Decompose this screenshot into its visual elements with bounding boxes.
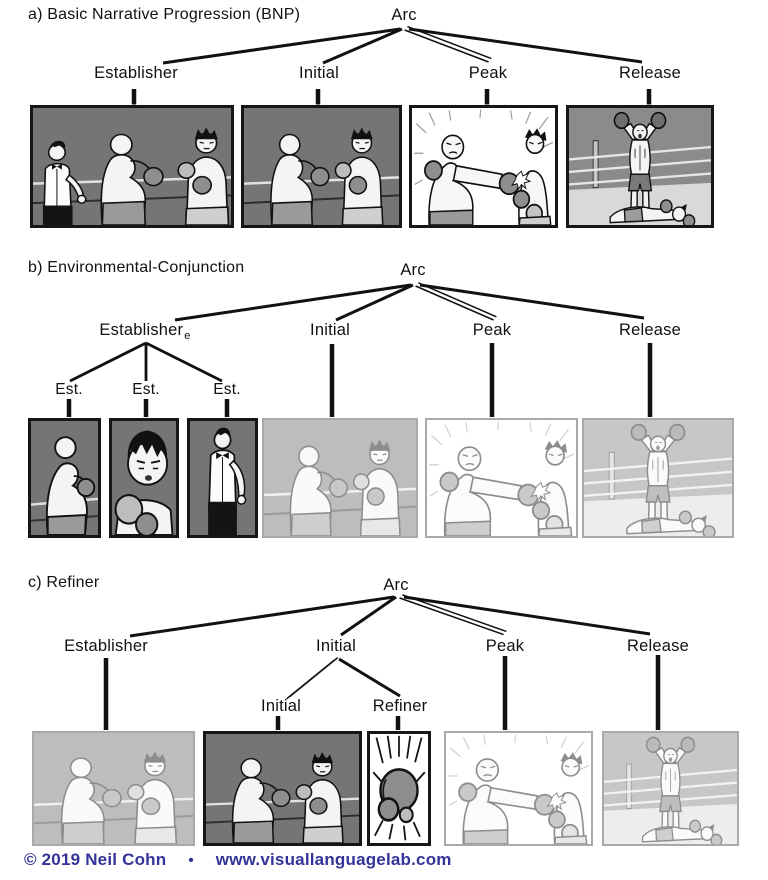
referee-scene <box>190 421 255 535</box>
section-a-title: a) Basic Narrative Progression (BNP) <box>28 6 301 23</box>
panel-a-initial <box>241 105 402 228</box>
fade-overlay <box>427 420 576 536</box>
panel-a-establisher <box>30 105 234 228</box>
punch-peak-scene <box>412 108 555 225</box>
fade-overlay <box>584 420 732 536</box>
panel-b-release <box>582 418 734 538</box>
node-c-initial: Initial <box>316 637 356 655</box>
node-b-arc: Arc <box>400 261 426 279</box>
boxers-faceoff-scene <box>244 108 399 225</box>
fade-overlay <box>34 733 193 844</box>
fade-overlay <box>446 733 591 844</box>
footer: © 2019 Neil Cohn • www.visuallanguagelab… <box>24 850 452 870</box>
node-c-initial-child: Initial <box>261 697 301 715</box>
node-a-arc: Arc <box>391 6 417 24</box>
section-b-title: b) Environmental-Conjunction <box>28 259 245 276</box>
node-b-est-3: Est. <box>213 381 241 398</box>
node-b-est-1: Est. <box>55 381 83 398</box>
boxers-faceoff-scene <box>206 734 359 843</box>
panel-c-refiner <box>367 731 431 846</box>
node-c-arc: Arc <box>383 576 409 594</box>
glove-closeup-scene <box>370 734 428 843</box>
node-b-establisher-label: Establisher <box>99 321 184 339</box>
panel-b-initial <box>262 418 418 538</box>
panel-a-peak <box>409 105 558 228</box>
node-b-initial: Initial <box>310 321 350 339</box>
victory-release-scene <box>569 108 711 225</box>
node-c-refiner: Refiner <box>372 697 428 715</box>
copyright-text: © 2019 Neil Cohn <box>24 850 167 869</box>
node-c-release: Release <box>627 637 689 655</box>
boxer-back-scene <box>31 421 98 535</box>
node-a-release: Release <box>619 64 681 82</box>
panel-b-est-2 <box>109 418 179 538</box>
bullet-separator: • <box>188 851 194 869</box>
panel-c-release <box>602 731 739 846</box>
boxer-face-closeup-scene <box>112 421 176 535</box>
fade-overlay <box>604 733 737 844</box>
panel-b-est-3 <box>187 418 258 538</box>
node-b-establisher-subscript: e <box>184 330 191 342</box>
node-c-establisher: Establisher <box>64 637 148 655</box>
panel-b-peak <box>425 418 578 538</box>
node-a-establisher: Establisher <box>94 64 178 82</box>
node-b-peak: Peak <box>472 321 512 339</box>
fade-overlay <box>264 420 416 536</box>
website-url: www.visuallanguagelab.com <box>215 850 452 869</box>
panel-c-establisher <box>32 731 195 846</box>
panel-c-initial <box>203 731 362 846</box>
panel-a-release <box>566 105 714 228</box>
node-b-establisher-e: Establishere <box>99 321 191 342</box>
panel-b-est-1 <box>28 418 101 538</box>
panel-c-peak <box>444 731 593 846</box>
boxing-establisher-scene <box>33 108 231 225</box>
node-a-initial: Initial <box>299 64 339 82</box>
node-c-peak: Peak <box>485 637 525 655</box>
node-b-est-2: Est. <box>132 381 160 398</box>
node-b-release: Release <box>619 321 681 339</box>
node-a-peak: Peak <box>468 64 508 82</box>
section-c-title: c) Refiner <box>28 574 100 591</box>
